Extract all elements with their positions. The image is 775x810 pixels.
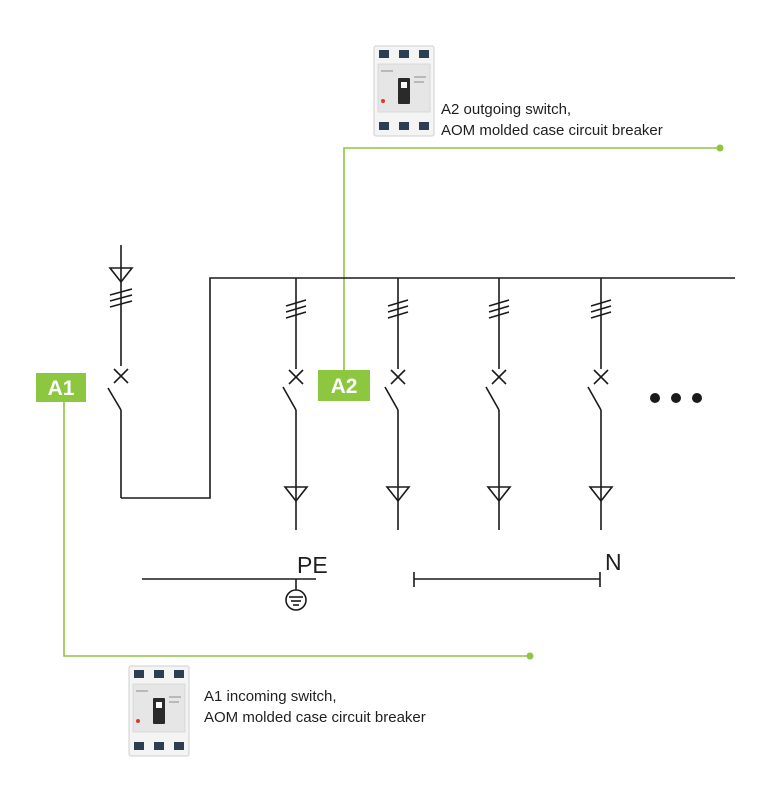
a2-caption-line2: AOM molded case circuit breaker — [441, 122, 663, 139]
a1-leader-dot — [526, 652, 534, 660]
a2-leader-dot — [716, 144, 724, 152]
outgoing-feeders — [282, 278, 614, 530]
main-busbar — [121, 277, 735, 499]
n-label: N — [605, 549, 622, 575]
outgoing-feeder-1 — [282, 278, 309, 530]
a1-tag: A1 — [36, 373, 86, 402]
neutral-bar — [413, 572, 601, 587]
a1-caption-line1: A1 incoming switch, — [204, 688, 337, 705]
outgoing-feeder-4 — [587, 278, 614, 530]
outgoing-feeder-2 — [384, 278, 411, 530]
incoming-feeder — [107, 245, 134, 498]
a1-breaker-image — [128, 665, 190, 757]
a2-leader-line — [343, 147, 720, 370]
a1-leader-line — [63, 402, 530, 657]
a1-caption-line2: AOM molded case circuit breaker — [204, 709, 426, 726]
svg-text:A1: A1 — [48, 377, 75, 400]
a2-caption-line1: A2 outgoing switch, — [441, 101, 571, 118]
continuation-ellipsis — [650, 393, 702, 403]
pe-label: PE — [297, 552, 328, 578]
svg-text:A2: A2 — [331, 375, 358, 398]
a2-breaker-image — [373, 45, 435, 137]
outgoing-feeder-3 — [485, 278, 512, 530]
a2-tag: A2 — [318, 370, 370, 401]
ground-icon — [285, 579, 307, 611]
